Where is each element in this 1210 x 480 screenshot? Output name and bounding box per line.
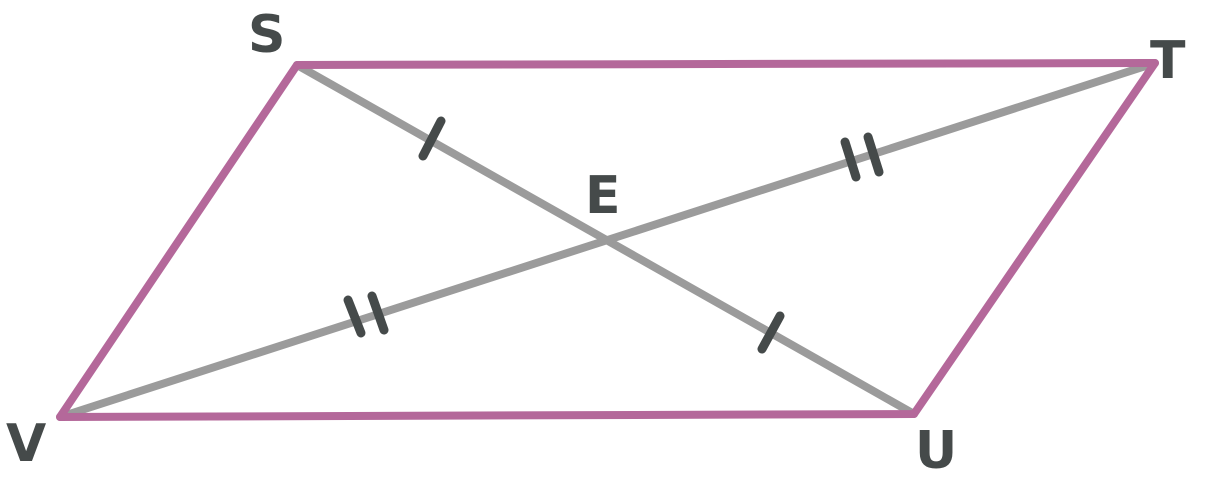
tick-mark-te-1 xyxy=(840,137,861,182)
vertex-label-e: E xyxy=(585,166,621,226)
tick-mark-ev-2 xyxy=(367,291,389,335)
tick-mark-ev-1 xyxy=(343,295,366,338)
diagonal-tv xyxy=(56,59,1159,421)
tick-mark-se xyxy=(418,116,446,161)
vertex-label-t: T xyxy=(1150,31,1186,91)
tick-mark-eu xyxy=(757,311,785,354)
tick-mark-te-2 xyxy=(863,132,884,177)
vertex-label-s: S xyxy=(248,5,285,65)
parallelogram-stuv xyxy=(56,59,1159,421)
vertex-label-u: U xyxy=(915,421,957,480)
vertex-label-v: V xyxy=(6,414,46,474)
